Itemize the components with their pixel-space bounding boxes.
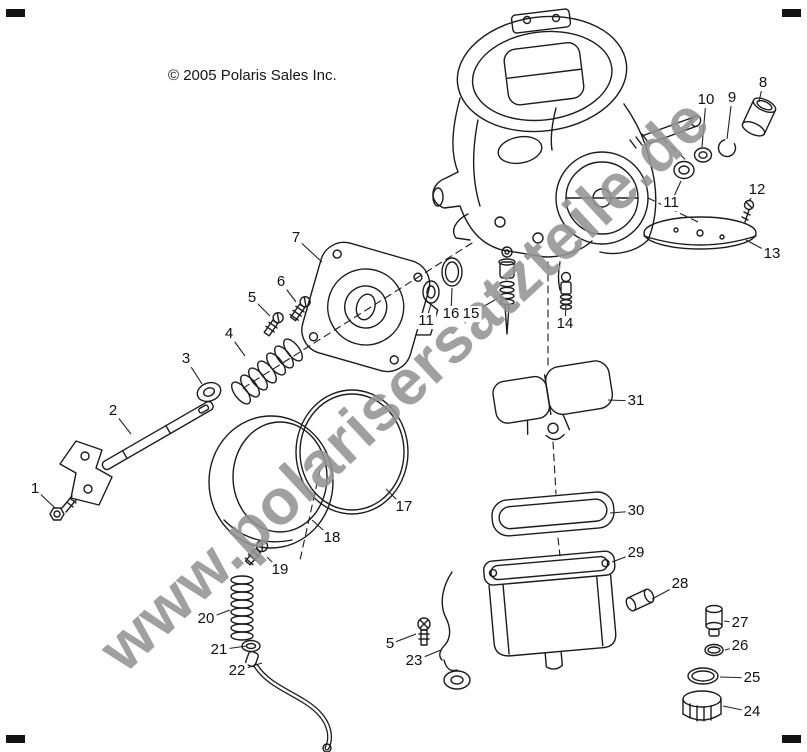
part-11-washer-mid <box>422 280 440 304</box>
part-10-washer <box>693 147 713 163</box>
callout-11: 11 <box>661 194 681 212</box>
callout-6: 6 <box>274 273 288 291</box>
part-carburetor-body <box>432 8 702 291</box>
callout-18: 18 <box>321 529 343 547</box>
callout-2: 2 <box>106 402 120 420</box>
callout-29: 29 <box>625 544 647 562</box>
part-6-screw <box>289 296 311 322</box>
part-3-washer <box>196 381 222 403</box>
part-15-jet-needle <box>498 246 516 335</box>
part-18-cover <box>208 415 334 549</box>
part-9-clip <box>717 138 737 158</box>
callout-19: 19 <box>269 561 291 579</box>
part-19-screw <box>244 539 269 566</box>
callout-20: 20 <box>195 610 217 628</box>
callout-3: 3 <box>179 350 193 368</box>
copyright-text: © 2005 Polaris Sales Inc. <box>168 67 337 84</box>
part-20-spring <box>230 575 254 641</box>
part-22-cable <box>245 650 333 752</box>
callout-15: 15 <box>460 305 482 323</box>
part-25-o-ring <box>687 667 719 685</box>
registration-marks <box>6 9 801 743</box>
callout-16: 16 <box>440 305 462 323</box>
part-29-float-bowl <box>483 550 617 670</box>
part-30-gasket <box>491 491 615 537</box>
part-1-bolt <box>49 495 77 521</box>
callout-14: 14 <box>554 315 576 333</box>
callout-22: 22 <box>226 662 248 680</box>
callout-30: 30 <box>625 502 647 520</box>
callout-12: 12 <box>746 181 768 199</box>
part-throttle-arm <box>59 440 113 506</box>
part-26-o-ring <box>704 643 724 657</box>
callout-31: 31 <box>625 392 647 410</box>
part-23-bracket <box>439 571 471 690</box>
part-16-seal-ring <box>441 257 463 287</box>
part-17-o-ring <box>295 389 409 515</box>
callout-5: 5 <box>245 289 259 307</box>
callout-11: 11 <box>416 312 436 330</box>
part-2-shaft <box>101 400 214 471</box>
callout-13: 13 <box>761 245 783 263</box>
callout-4: 4 <box>222 325 236 343</box>
callout-28: 28 <box>669 575 691 593</box>
callout-7: 7 <box>289 229 303 247</box>
part-27-jet <box>705 604 723 637</box>
part-11-washer-upper <box>673 160 695 180</box>
callout-27: 27 <box>729 614 751 632</box>
callout-10: 10 <box>695 91 717 109</box>
part-5-screw-lower <box>417 617 431 646</box>
part-31-float <box>492 360 614 441</box>
callout-26: 26 <box>729 637 751 655</box>
callout-25: 25 <box>741 669 763 687</box>
callout-9: 9 <box>725 89 739 107</box>
callout-1: 1 <box>28 480 42 498</box>
callout-8: 8 <box>756 74 770 92</box>
part-24-cap <box>682 690 722 722</box>
callout-24: 24 <box>741 703 763 721</box>
part-5-screw-upper <box>263 312 284 337</box>
callout-21: 21 <box>208 641 230 659</box>
callout-23: 23 <box>403 652 425 670</box>
callout-17: 17 <box>393 498 415 516</box>
callout-5: 5 <box>383 635 397 653</box>
part-4-spring <box>231 338 303 405</box>
part-8-boot <box>741 97 777 137</box>
part-13-cover-disc <box>643 216 757 250</box>
part-28-plug <box>625 588 655 612</box>
part-14-jet <box>559 271 573 310</box>
